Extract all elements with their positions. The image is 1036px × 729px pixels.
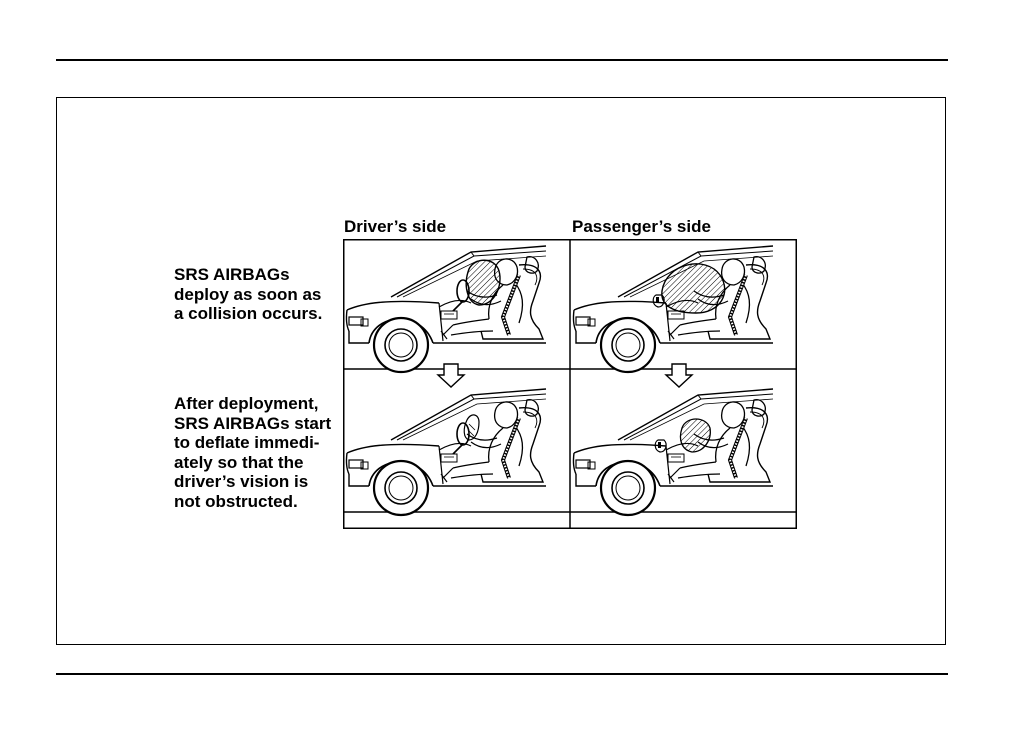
caption-line: not obstructed. (174, 492, 331, 512)
driver-side-label: Driver’s side (344, 218, 446, 236)
footer-rule (56, 673, 948, 675)
caption-line: SRS AIRBAGs start (174, 414, 331, 434)
caption-deploy: SRS AIRBAGs deploy as soon as a collisio… (174, 265, 322, 324)
caption-line: a collision occurs. (174, 304, 322, 324)
caption-line: After deployment, (174, 394, 331, 414)
passenger-side-label: Passenger’s side (572, 218, 711, 236)
caption-line: SRS AIRBAGs (174, 265, 322, 285)
caption-line: driver’s vision is (174, 472, 331, 492)
caption-line: to deflate immedi- (174, 433, 331, 453)
caption-line: ately so that the (174, 453, 331, 473)
header-rule (56, 59, 948, 61)
airbag-illustration (343, 239, 797, 529)
caption-deflate: After deployment, SRS AIRBAGs start to d… (174, 394, 331, 511)
caption-line: deploy as soon as (174, 285, 322, 305)
